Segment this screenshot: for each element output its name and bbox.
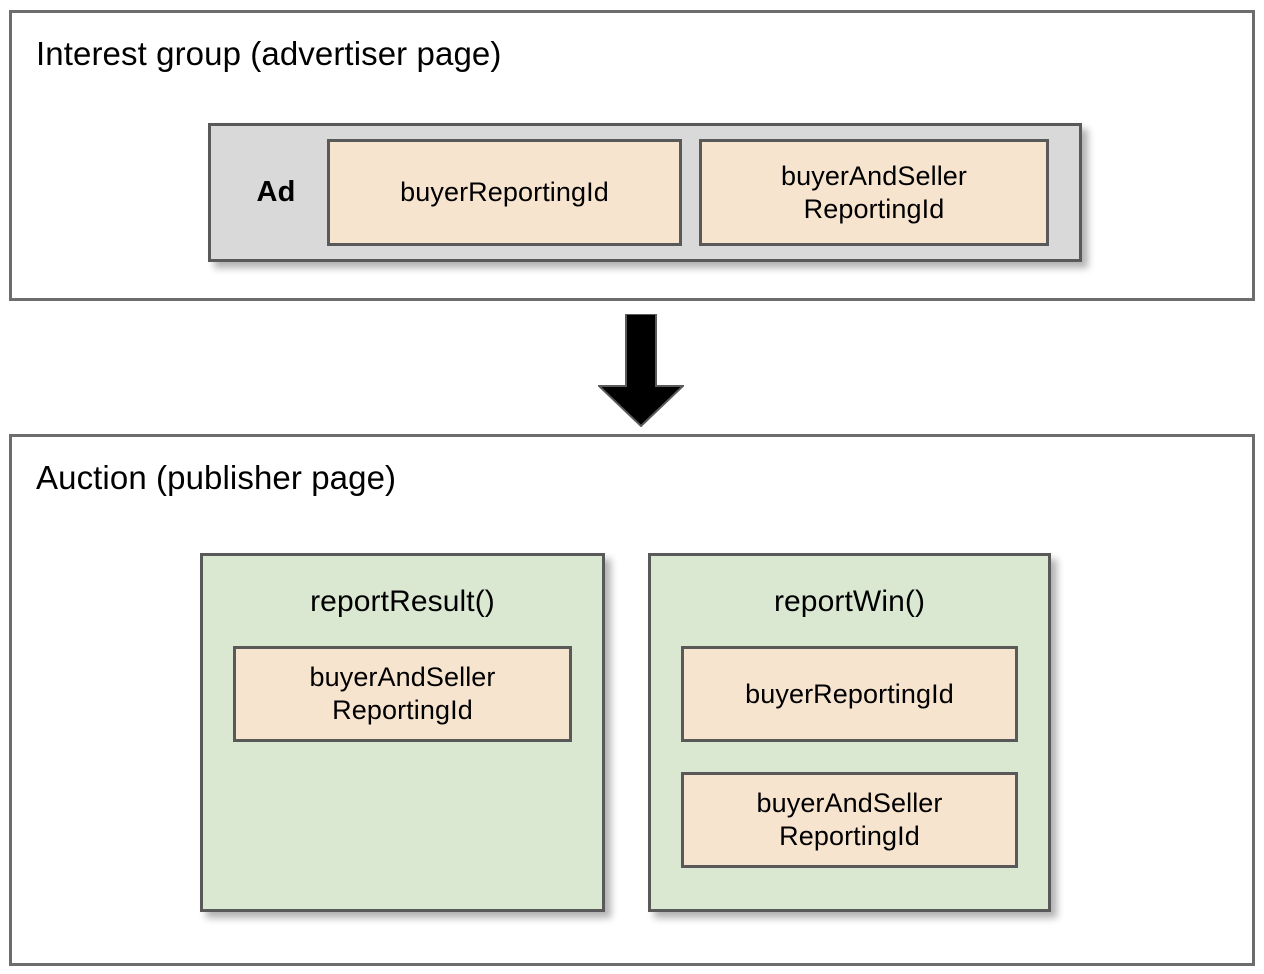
field-line-2-text: ReportingId bbox=[332, 695, 473, 725]
section-title-auction: Auction (publisher page) bbox=[36, 459, 397, 496]
field-text-line-1: buyerAndSeller ReportingId bbox=[781, 160, 967, 226]
field-line-1-text: buyerAndSeller bbox=[756, 788, 943, 818]
field-line-2-text: ReportingId bbox=[779, 821, 920, 851]
section-auction: Auction (publisher page) bbox=[9, 434, 1255, 966]
field-text: buyerAndSeller ReportingId bbox=[756, 787, 942, 853]
function-fields-report-win: buyerReportingId buyerAndSeller Reportin… bbox=[681, 646, 1018, 868]
field-buyer-reporting-id: buyerReportingId bbox=[327, 139, 682, 246]
ad-label: Ad bbox=[256, 176, 296, 208]
section-interest-group: Interest group (advertiser page) Ad buye… bbox=[9, 10, 1255, 301]
function-fields-report-result: buyerAndSeller ReportingId bbox=[233, 646, 572, 742]
field-line-2-text: ReportingId bbox=[803, 193, 945, 224]
function-name-report-result: reportResult() bbox=[310, 585, 495, 618]
field-line-1-text: buyerAndSeller bbox=[309, 662, 496, 692]
ad-container-box: Ad buyerReportingId buyerAndSeller Repor… bbox=[208, 123, 1082, 262]
function-box-report-result: reportResult() buyerAndSeller ReportingI… bbox=[200, 553, 605, 912]
function-name-report-win: reportWin() bbox=[773, 585, 926, 618]
field-buyer-and-seller-reporting-id: buyerAndSeller ReportingId bbox=[699, 139, 1049, 246]
down-arrow-icon bbox=[598, 314, 684, 427]
field-text: buyerAndSeller ReportingId bbox=[309, 661, 495, 727]
field-buyer-reporting-id: buyerReportingId bbox=[681, 646, 1018, 742]
section-title-interest-group: Interest group (advertiser page) bbox=[36, 35, 502, 72]
field-line-1-text: buyerAndSeller bbox=[780, 160, 967, 191]
field-buyer-and-seller-reporting-id: buyerAndSeller ReportingId bbox=[233, 646, 572, 742]
function-box-report-win: reportWin() buyerReportingId buyerAndSel… bbox=[648, 553, 1051, 912]
field-buyer-and-seller-reporting-id: buyerAndSeller ReportingId bbox=[681, 772, 1018, 868]
